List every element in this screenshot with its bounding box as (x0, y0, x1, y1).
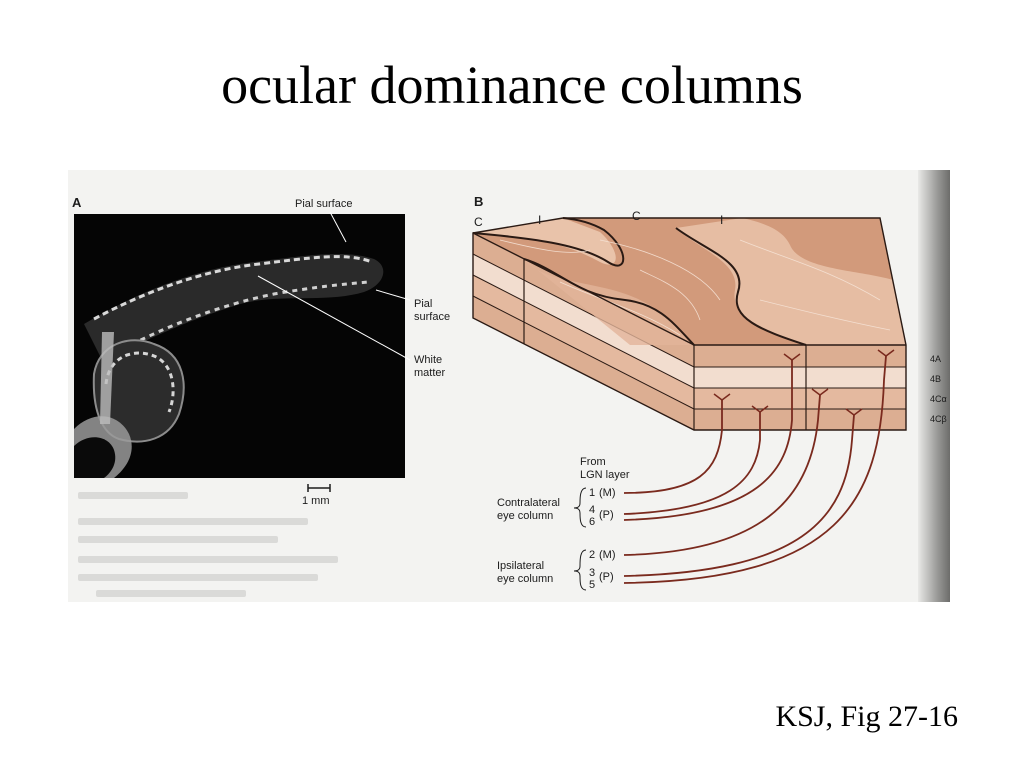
slide-title: ocular dominance columns (221, 55, 803, 115)
contra-layer-6-num: 6 (589, 516, 596, 528)
column-boundary-top (523, 258, 695, 346)
fiber-terminals (713, 349, 895, 416)
leader-line-white-matter (257, 275, 411, 361)
label-white-matter-line1: White (414, 354, 443, 366)
panel-b-letter: B (474, 194, 484, 209)
label-white-matter-line2: matter (414, 367, 446, 379)
label-pial-surface-right-line2: surface (414, 311, 451, 323)
ghost-caption-line (78, 518, 308, 525)
panel-a-letter: A (72, 195, 82, 210)
column-label-i2: I (720, 213, 724, 227)
ipsi-layer-2-num: 2 (589, 549, 596, 561)
column-boundary-top (675, 227, 807, 346)
fiber-contra-4p (623, 412, 761, 515)
contralateral-label-line1: Contralateral (497, 497, 560, 509)
fiber-contra-1m (623, 400, 723, 494)
ghost-caption-line (78, 574, 318, 581)
ipsilateral-label-line1: Ipsilateral (497, 560, 545, 572)
citation: KSJ, Fig 27-16 (775, 700, 958, 733)
contra-layer-4-num: 4 (589, 504, 596, 516)
from-lgn-label-line1: From (580, 456, 606, 468)
layer-label-4a: 4A (930, 354, 942, 364)
scale-bar-label: 1 mm (302, 495, 330, 507)
label-pial-surface-right-line1: Pial (414, 298, 433, 310)
fiber-ipsi-5 (623, 355, 887, 584)
autoradiograph-image (74, 253, 384, 478)
block-edge (472, 232, 695, 346)
ipsi-layer-3-type: (P) (599, 571, 614, 583)
layer-label-4c-beta: 4Cβ (930, 414, 947, 424)
lgn-afferent-fibers (623, 355, 887, 584)
contra-layer-1-type: (M) (599, 487, 616, 499)
contra-layer-4-type: (P) (599, 509, 614, 521)
column-stripe-top (676, 218, 906, 345)
white-matter-stem (100, 332, 114, 424)
ipsilateral-label-line2: eye column (497, 573, 554, 585)
leader-line-pial-right (375, 289, 411, 301)
ghost-caption-line (96, 590, 246, 597)
brace-contralateral (573, 487, 587, 528)
layer-label-4b: 4B (930, 374, 942, 384)
column-boundary-top (472, 217, 625, 267)
scan-page-edge (918, 170, 950, 602)
contralateral-label-line2: eye column (497, 510, 554, 522)
layer-4b-band (473, 254, 906, 388)
ghost-caption-line (78, 492, 188, 499)
fiber-contra-6 (623, 360, 793, 521)
column-stripes-lower (113, 280, 370, 356)
label-pial-surface-top: Pial surface (295, 198, 353, 210)
layer-label-4c-alpha: 4Cα (930, 394, 947, 404)
fiber-ipsi-3p (623, 414, 855, 577)
white-matter-core-inner (74, 437, 116, 478)
fiber-ipsi-2m (623, 394, 821, 556)
block-outline (472, 217, 907, 431)
layer-4calpha-band (473, 275, 906, 409)
ghost-caption-line (78, 536, 278, 543)
brace-ipsilateral (573, 549, 587, 591)
autoradiograph-panel (74, 214, 405, 478)
column-label-i1: I (538, 213, 542, 227)
ipsi-layer-5-num: 5 (589, 579, 596, 591)
column-label-c1: C (474, 215, 483, 229)
from-lgn-label-line2: LGN layer (580, 469, 630, 481)
column-stripes-fold (104, 351, 175, 413)
top-fiber-texture (499, 239, 891, 336)
ipsi-layer-3-num: 3 (589, 567, 596, 579)
ghost-caption-line (78, 556, 338, 563)
leader-line-pial-top (329, 211, 347, 243)
contra-layer-1-num: 1 (589, 487, 596, 499)
column-label-c2: C (632, 209, 641, 223)
cortex-band-upper (84, 253, 384, 364)
ipsi-layer-2-type: (M) (599, 549, 616, 561)
